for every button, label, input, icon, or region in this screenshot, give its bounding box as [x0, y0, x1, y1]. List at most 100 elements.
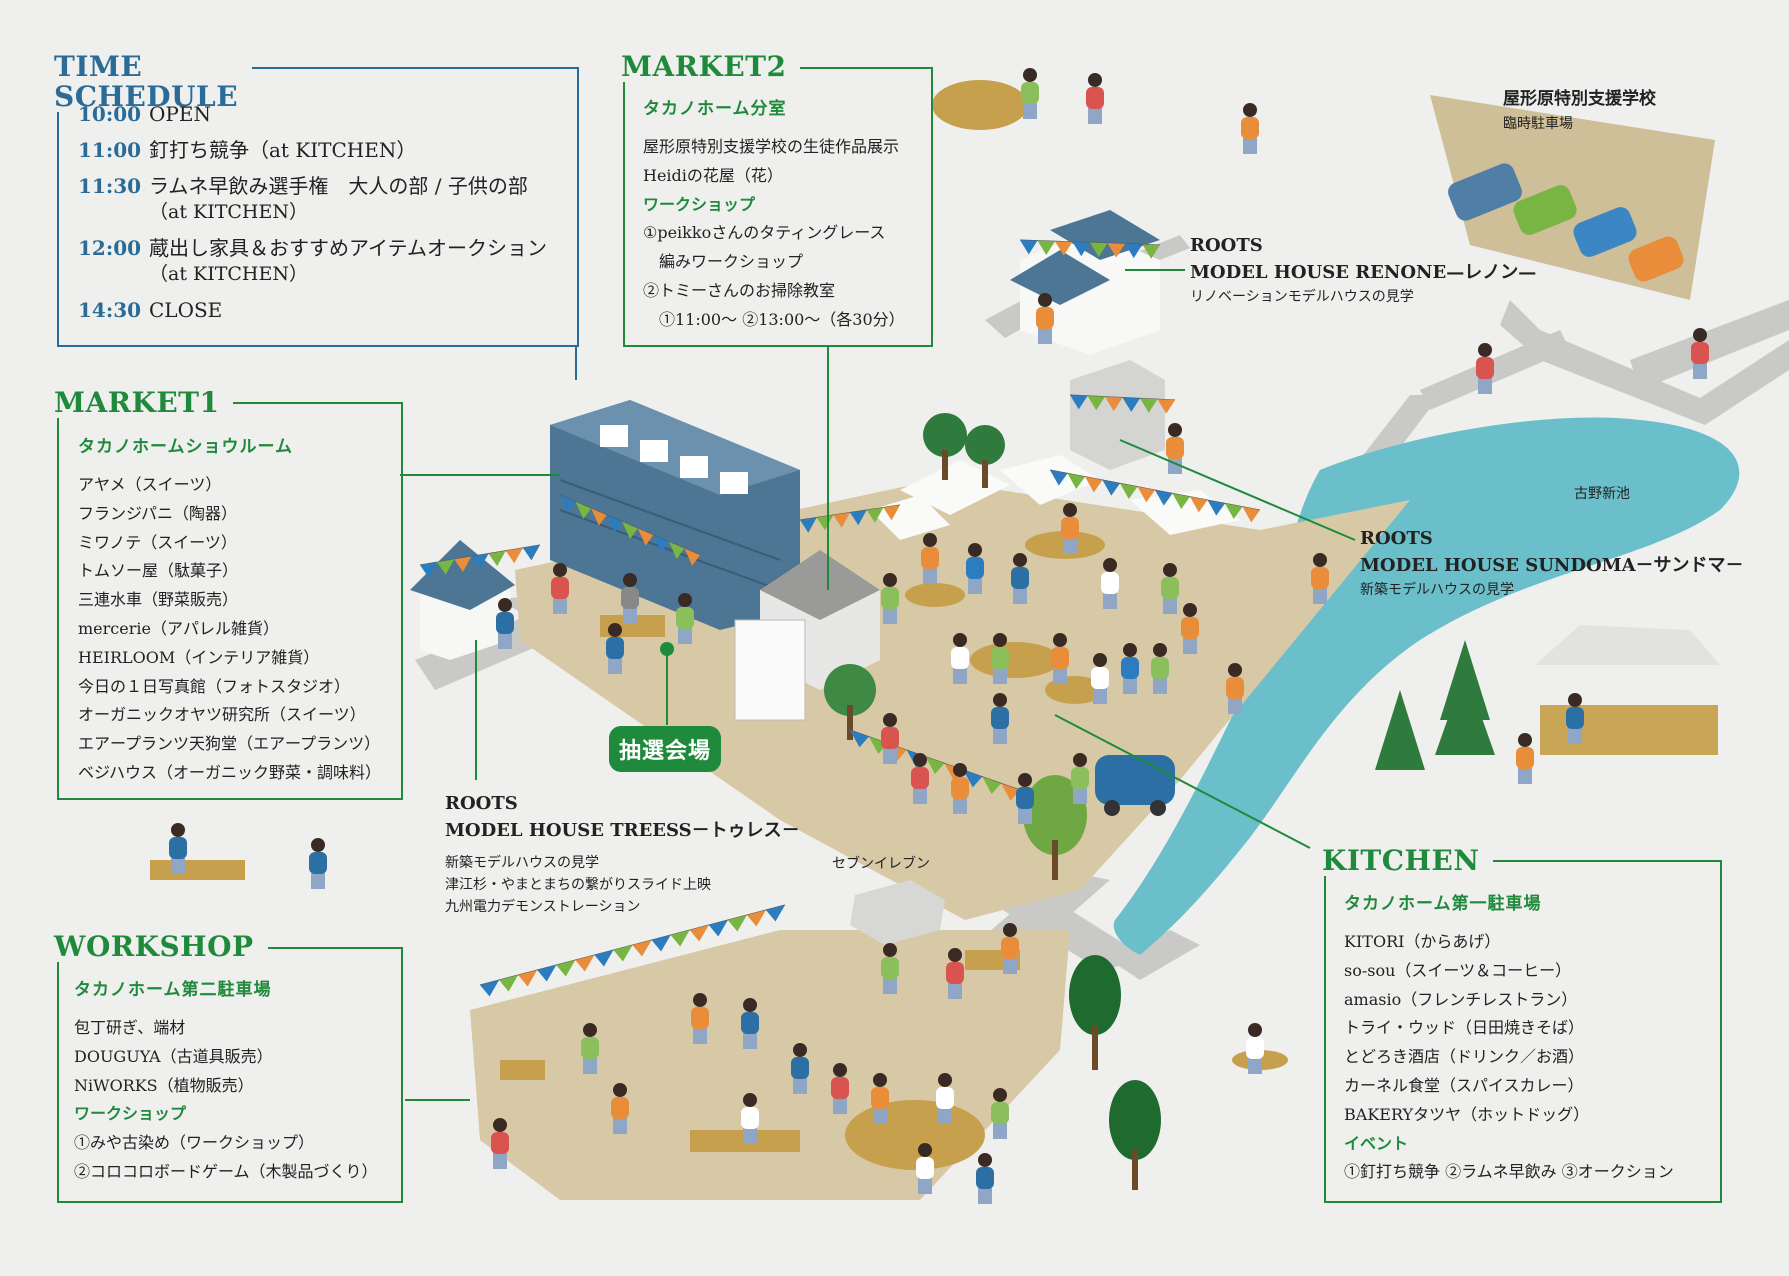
model-house-desc: 津江杉・やまとまちの繋がりスライド上映	[445, 877, 711, 893]
bunting-flag	[727, 915, 747, 932]
bunting-flag	[1242, 506, 1260, 523]
bunting-flag	[480, 980, 500, 997]
model-house-desc: 新築モデルハウスの見学	[445, 855, 599, 871]
bunting-flag	[1090, 242, 1108, 257]
bunting-flag	[1140, 398, 1158, 413]
list-item: ①11:00〜 ②13:00〜（各30分）	[643, 309, 905, 329]
bunting-flag	[594, 950, 614, 967]
list-item: NiWORKS（植物販売）	[74, 1075, 254, 1095]
bunting-flag	[1037, 240, 1055, 255]
list-item: とどろき酒店（ドリンク／お酒）	[1344, 1047, 1585, 1067]
bunting-flag	[1157, 399, 1175, 414]
schedule-event: 釘打ち競争（at KITCHEN）	[149, 138, 417, 162]
parked-cars	[1448, 163, 1684, 282]
bunting-flag	[1020, 240, 1038, 255]
person-figure	[691, 993, 709, 1044]
model-house-name: MODEL HOUSE RENONE—レノン—	[1190, 262, 1537, 283]
bunting-flag	[1072, 241, 1090, 257]
person-figure	[881, 713, 899, 764]
bunting-flag	[1155, 490, 1173, 506]
bunting-flag	[560, 495, 576, 513]
person-figure	[916, 1143, 934, 1194]
list-item: エアープランツ天狗堂（エアープランツ）	[78, 734, 381, 754]
person-figure	[951, 763, 969, 814]
bunting-flag	[1070, 395, 1088, 410]
person-figure	[621, 573, 639, 624]
bunting-flag	[1125, 243, 1143, 259]
model-house-desc: 九州電力デモンストレーション	[445, 899, 641, 915]
person-figure	[1516, 733, 1534, 784]
person-figure	[1101, 558, 1119, 609]
person-figure	[1061, 503, 1079, 554]
person-figure	[496, 598, 514, 649]
bunting-flag	[499, 975, 519, 992]
bunting-flag	[684, 548, 700, 566]
bunting-flag	[1120, 483, 1138, 499]
bunting-flag	[556, 960, 576, 977]
pond-label: 古野新池	[1574, 486, 1630, 502]
list-item: ミワノテ（スイーツ）	[78, 532, 237, 552]
model-house-desc: 新築モデルハウスの見学	[1360, 582, 1514, 598]
list-item: ①peikkoさんのタティングレース	[643, 223, 886, 243]
person-figure	[1311, 553, 1329, 604]
bunting-flag	[1137, 486, 1155, 503]
person-figure	[946, 948, 964, 999]
bunting-flag	[982, 776, 1002, 794]
list-item: オーガニックオヤツ研究所（スイーツ）	[78, 705, 366, 725]
person-figure	[1241, 103, 1259, 154]
person-figure	[169, 823, 187, 874]
list-item: BAKERYタツヤ（ホットドッグ）	[1344, 1104, 1590, 1124]
bunting-flag	[505, 547, 523, 564]
bunting-flag	[591, 508, 607, 526]
schedule-event-location: （at KITCHEN）	[149, 201, 308, 223]
roots-brand: ROOTS	[1190, 235, 1263, 256]
bunting-flag	[537, 965, 557, 982]
connector-lines	[400, 269, 1356, 1101]
bunting-flag	[454, 556, 472, 572]
roots-brand: ROOTS	[445, 793, 518, 814]
person-figure	[991, 693, 1009, 744]
person-figure	[1051, 633, 1069, 684]
list-item: 今日の１日写真館（フォトスタジオ）	[78, 676, 351, 696]
model-house-name: MODEL HOUSE TREESS－トゥレス－	[445, 820, 800, 841]
bunting-flag	[1190, 496, 1208, 513]
bunting-flag	[868, 736, 888, 754]
list-item: ベジハウス（オーガニック野菜・調味料）	[78, 762, 382, 782]
roots-renone-label: ROOTS MODEL HOUSE RENONE—レノン— リノベーションモデル…	[1190, 232, 1536, 308]
schedule-event: OPEN	[149, 102, 211, 126]
school-name: 屋形原特別支援学校	[1503, 89, 1656, 109]
bunting-flag	[1225, 503, 1243, 519]
bunting-flag	[420, 562, 438, 578]
person-figure	[951, 633, 969, 684]
bunting-flag	[622, 521, 638, 539]
person-figure	[911, 753, 929, 804]
showroom-building	[550, 400, 800, 630]
bunting-flag	[670, 930, 690, 947]
market2-title: MARKET2	[617, 52, 801, 82]
person-figure	[1161, 563, 1179, 614]
list-item: カーネル食堂（スパイスカレー）	[1344, 1075, 1584, 1095]
kitchen-list: KITORI（からあげ）so-sou（スイーツ＆コーヒー）amasio（フレンチ…	[1344, 928, 1674, 1130]
bunting-flag	[1050, 470, 1068, 486]
kitchen-tent	[1535, 625, 1720, 755]
bunting-flag	[883, 505, 900, 521]
bunting-flag	[488, 550, 506, 567]
market1-list: アヤメ（スイーツ）フランジパニ（陶器）ミワノテ（スイーツ）トムソー屋（駄菓子）三…	[78, 471, 381, 788]
bunting-flag	[765, 905, 785, 922]
time-schedule-frame	[57, 67, 579, 347]
parking-label: 臨時駐車場	[1503, 116, 1573, 132]
lottery-venue-badge: 抽選会場	[609, 726, 721, 772]
person-figure	[1021, 68, 1039, 119]
schedule-time: 14:30	[78, 298, 142, 322]
schedule-event: CLOSE	[149, 298, 223, 322]
seven-eleven-label: セブンイレブン	[832, 856, 930, 872]
person-figure	[936, 1073, 954, 1124]
person-figure	[1476, 343, 1494, 394]
people-group	[169, 68, 1709, 1204]
person-figure	[881, 943, 899, 994]
renone-house	[1010, 210, 1160, 355]
person-figure	[991, 1088, 1009, 1139]
bunting-flag	[963, 770, 983, 788]
